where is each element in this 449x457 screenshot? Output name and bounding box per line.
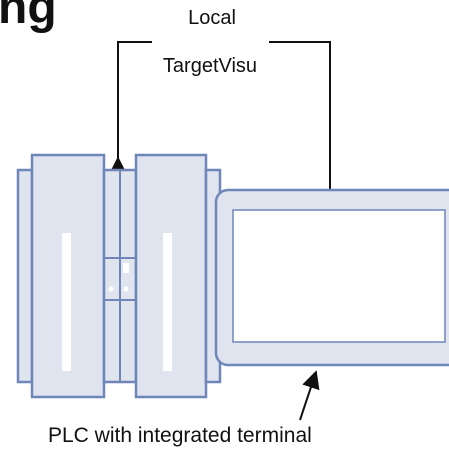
local-label: Local	[188, 7, 236, 29]
caption-arrow	[299, 370, 320, 421]
plc-module-left	[16, 153, 106, 399]
plc-caption: PLC with integrated terminal	[48, 424, 312, 447]
plc-module-center	[102, 168, 138, 384]
target-visu-bracket	[118, 41, 331, 190]
target-visu-label: TargetVisu	[163, 55, 257, 77]
integrated-terminal	[214, 188, 449, 367]
plc-module-right	[134, 153, 222, 399]
heading-fragment: ng	[0, 0, 57, 34]
